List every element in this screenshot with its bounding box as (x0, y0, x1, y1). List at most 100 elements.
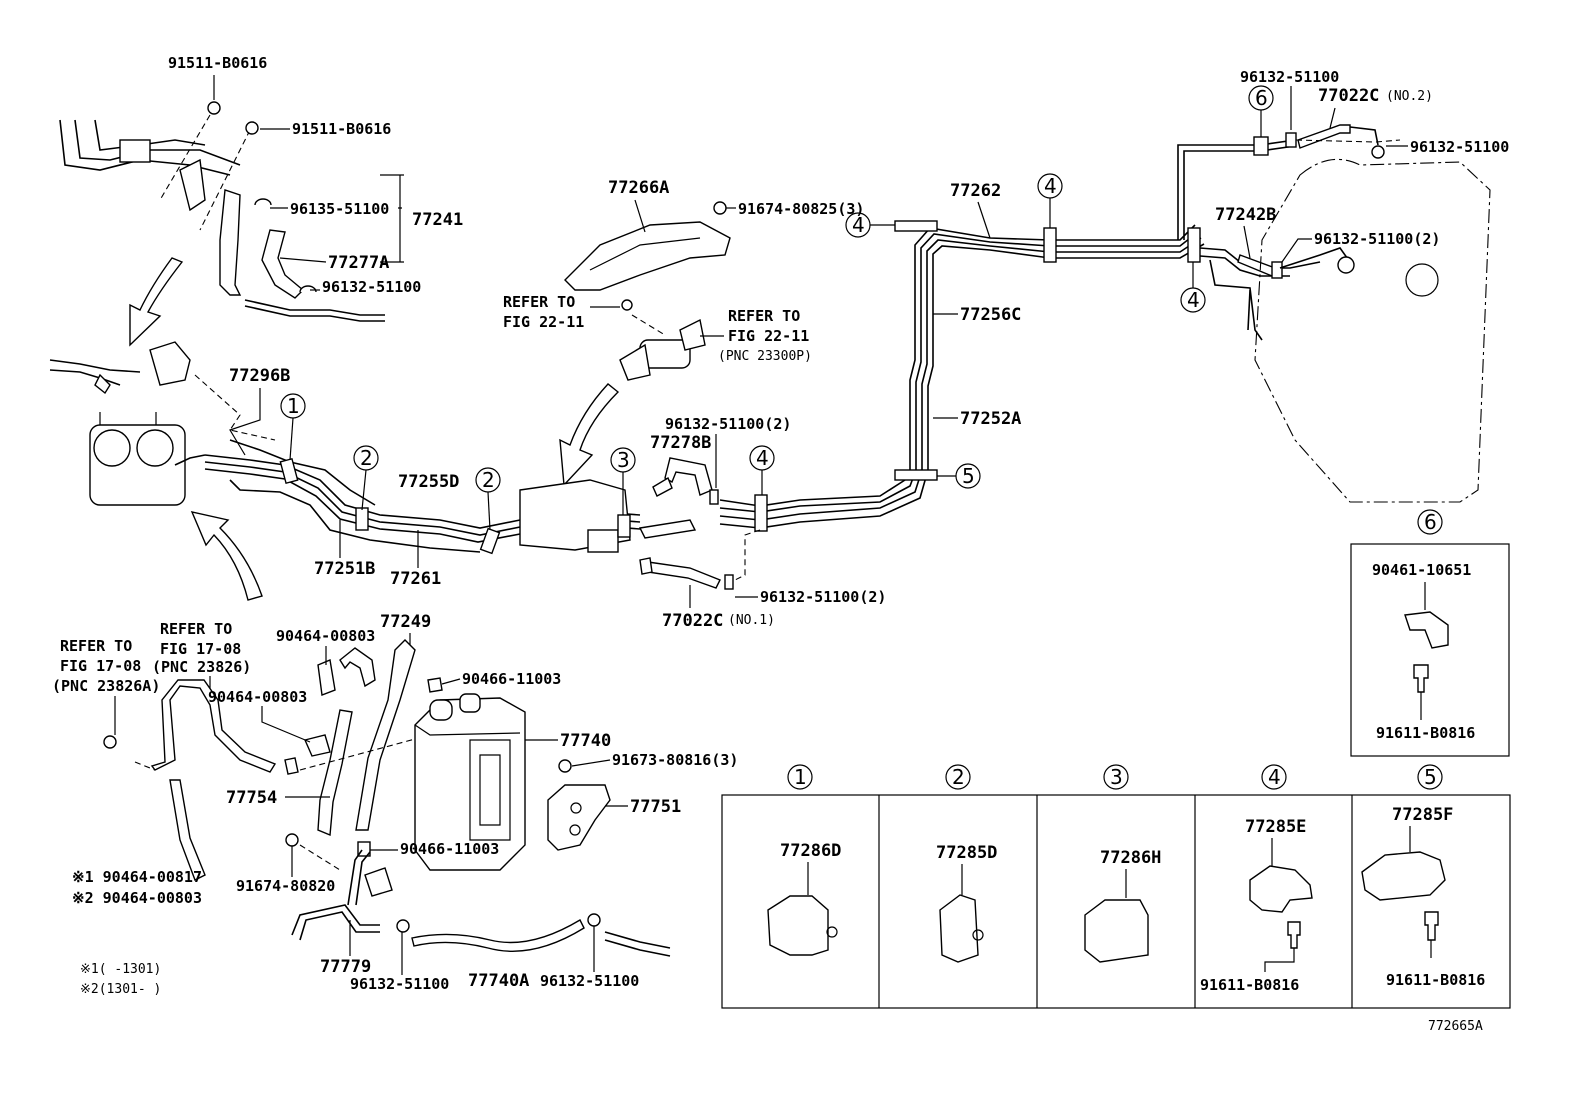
label-77022c-no1: 77022C (662, 611, 723, 631)
label-96135-51100: 96135-51100 (290, 200, 389, 218)
label-refer-17-b2: FIG 17-08 (160, 640, 241, 658)
clamp-bolt-5: 91611-B0816 (1386, 971, 1485, 989)
evap-hoses (134, 639, 443, 881)
fuel-filter-assembly (49, 341, 276, 506)
note-2: ※2 90464-00803 (72, 889, 202, 907)
label-90461-10651: 90461-10651 (1372, 561, 1471, 579)
callout-5: 5 (962, 464, 975, 488)
figure-id: 772665A (1428, 1019, 1483, 1034)
bolt-77285e-icon (1287, 921, 1301, 949)
clamp-table: 1 2 3 4 5 77286D 77285D 77286H 77285E 91… (721, 764, 1511, 1009)
label-96132-51100-2c: 96132-51100(2) (1314, 230, 1440, 248)
clamp-part-77285d: 77285D (936, 843, 997, 863)
label-91674-80825: 91674-80825(3) (738, 200, 864, 218)
clamp-77285e-icon (1249, 865, 1313, 913)
label-refer-22-b1: REFER TO (728, 307, 800, 325)
vacuum-pipe-77779 (291, 844, 393, 941)
label-77022c-no2: 77022C (1318, 86, 1379, 106)
clamp-part-77286h: 77286H (1100, 848, 1161, 868)
label-refer-17-b1: REFER TO (160, 620, 232, 638)
label-refer-17-a3: (PNC 23826A) (52, 677, 160, 695)
upper-left-pipe-assembly (59, 101, 385, 322)
clamp-77286d-icon (767, 895, 829, 956)
charcoal-canister-77740 (414, 693, 526, 871)
label-77262: 77262 (950, 181, 1001, 201)
clamp-header-3: 3 (1110, 765, 1123, 789)
label-refer-22-a1: REFER TO (503, 293, 575, 311)
clamp-header-5: 5 (1424, 765, 1437, 789)
clamp-part-77285f: 77285F (1392, 805, 1453, 825)
label-77249: 77249 (380, 612, 431, 632)
label-77266a: 77266A (608, 178, 669, 198)
clamp-part-77286d: 77286D (780, 841, 841, 861)
clamp-header-2: 2 (952, 765, 965, 789)
range-note-1: ※1( -1301) (80, 962, 161, 977)
vacuum-pump-assembly (619, 299, 706, 381)
label-refer-22-a2: FIG 22-11 (503, 313, 584, 331)
label-96132-51100-top: 96132-51100 (322, 278, 421, 296)
label-96132-51100-2b: 96132-51100(2) (760, 588, 886, 606)
label-77242b: 77242B (1215, 205, 1276, 225)
callout-6: 6 (1255, 86, 1268, 110)
callout-1: 1 (287, 394, 300, 418)
label-77740: 77740 (560, 731, 611, 751)
clamp-77285d-icon (939, 894, 979, 963)
label-91673-80816: 91673-80816(3) (612, 751, 738, 769)
callout-4b: 4 (852, 213, 865, 237)
hose-77740a (411, 919, 585, 952)
arrow-up-right-icon (190, 511, 263, 601)
label-77740a: 77740A (468, 971, 529, 991)
label-refer-17-a1: REFER TO (60, 637, 132, 655)
detail-box-6 (1350, 543, 1510, 757)
arrow-down-left-icon-2 (559, 383, 620, 487)
label-77754: 77754 (226, 788, 277, 808)
label-90466-11003-b: 90466-11003 (400, 840, 499, 858)
callout-6-box: 6 (1424, 510, 1437, 534)
range-note-2: ※2(1301- ) (80, 982, 161, 997)
fuel-tank-outline (1254, 158, 1491, 503)
label-91511-b0616-b: 91511-B0616 (292, 120, 391, 138)
callout-4d: 4 (1187, 288, 1200, 312)
clamp-header-4: 4 (1268, 765, 1281, 789)
label-77252a: 77252A (960, 409, 1021, 429)
fuel-tank-gauge-hole (1405, 263, 1439, 297)
arrow-down-left-icon (129, 257, 184, 347)
label-96132-51100-bot-a: 96132-51100 (350, 975, 449, 993)
label-refer-22-b3: (PNC 23300P) (718, 349, 812, 364)
label-96132-51100-tank-top: 96132-51100 (1240, 68, 1339, 86)
label-91674-80820: 91674-80820 (236, 877, 335, 895)
label-77296b: 77296B (229, 366, 290, 386)
bolt-91611-icon (1413, 664, 1429, 693)
clamp-bolt-4: 91611-B0816 (1200, 976, 1299, 994)
label-77022c-no1-suffix: (NO.1) (728, 613, 775, 628)
label-refer-17-a2: FIG 17-08 (60, 657, 141, 675)
label-96132-51100-tank-right: 96132-51100 (1410, 138, 1509, 156)
label-77277a: 77277A (328, 253, 389, 273)
label-refer-17-b3: (PNC 23826) (152, 658, 251, 676)
label-90464-00803-a: 90464-00803 (276, 627, 375, 645)
clamp-77285f-icon (1361, 851, 1446, 901)
canister-bracket-77751 (547, 759, 611, 851)
main-fuel-line-bundle (174, 439, 929, 555)
clamp-part-77285e: 77285E (1245, 817, 1306, 837)
callout-2a: 2 (360, 446, 373, 470)
clamp-90461-icon (1404, 611, 1449, 649)
label-96132-51100-bot-b: 96132-51100 (540, 972, 639, 990)
clamp-header-1: 1 (794, 765, 807, 789)
label-96132-51100-2a: 96132-51100(2) (665, 415, 791, 433)
label-77256c: 77256C (960, 305, 1021, 325)
label-91611-b0816-box6: 91611-B0816 (1376, 724, 1475, 742)
bolt-77285f-icon (1424, 911, 1439, 941)
label-90466-11003-a: 90466-11003 (462, 670, 561, 688)
note-1: ※1 90464-00817 (72, 868, 202, 886)
label-77779: 77779 (320, 957, 371, 977)
label-90464-00803-b: 90464-00803 (208, 688, 307, 706)
label-77261: 77261 (390, 569, 441, 589)
label-77022c-no2-suffix: (NO.2) (1386, 89, 1433, 104)
label-91511-b0616-a: 91511-B0616 (168, 54, 267, 72)
label-77255d: 77255D (398, 472, 459, 492)
clamp-77286h-icon (1084, 899, 1149, 963)
callout-4c: 4 (1044, 174, 1057, 198)
label-77251b: 77251B (314, 559, 375, 579)
